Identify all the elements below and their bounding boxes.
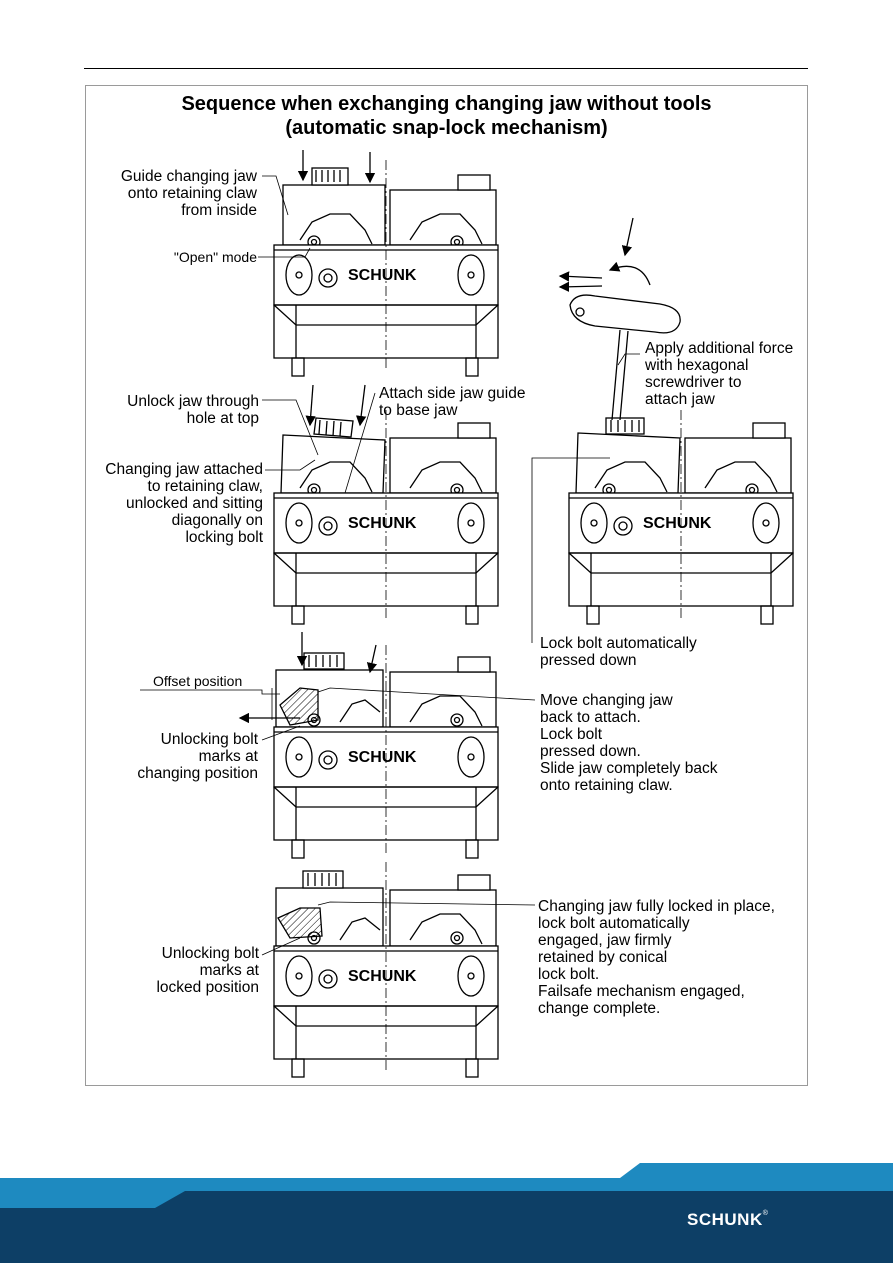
brand-label-4: SCHUNK — [348, 749, 417, 766]
label-open-mode: "Open" mode — [173, 249, 257, 265]
label-unlock-top: Unlock jaw through hole at top — [127, 393, 259, 427]
footer-band — [0, 1163, 893, 1263]
footer-logo-text: SCHUNK — [687, 1210, 763, 1229]
gripper-step-1 — [258, 150, 499, 377]
header-rule — [84, 68, 808, 69]
gripper-step-offset — [140, 632, 536, 859]
label-attach-side: Attach side jaw guide to base jaw — [379, 385, 526, 419]
brand-label-5: SCHUNK — [348, 968, 417, 985]
label-offset: Offset position — [153, 673, 243, 689]
gripper-step-2 — [262, 384, 499, 625]
gripper-step-screwdriver — [531, 217, 794, 643]
brand-label-2: SCHUNK — [348, 515, 417, 532]
brand-label-1: SCHUNK — [348, 267, 417, 284]
footer-logo: SCHUNK® — [687, 1210, 768, 1230]
gripper-step-locked — [261, 862, 536, 1078]
label-move-back: Move changing jaw back to attach. Lock b… — [540, 692, 718, 794]
label-marks-locked: Unlocking bolt marks at locked position — [156, 945, 259, 996]
label-lock-pressed: Lock bolt automatically pressed down — [540, 635, 697, 669]
figure-frame — [85, 85, 808, 1086]
label-attached-diagonal: Changing jaw attached to retaining claw,… — [105, 461, 263, 546]
registered-icon: ® — [762, 1210, 769, 1217]
label-fully-locked: Changing jaw fully locked in place, lock… — [538, 898, 775, 1017]
label-apply-force: Apply additional force with hexagonal sc… — [645, 340, 794, 408]
label-marks-changing: Unlocking bolt marks at changing positio… — [137, 731, 258, 782]
figure-title-line2: (automatic snap-lock mechanism) — [285, 117, 608, 139]
figure-title-line1: Sequence when exchanging changing jaw wi… — [181, 93, 712, 115]
label-guide-jaw: Guide changing jaw onto retaining claw f… — [120, 168, 257, 219]
brand-label-3: SCHUNK — [643, 515, 712, 532]
